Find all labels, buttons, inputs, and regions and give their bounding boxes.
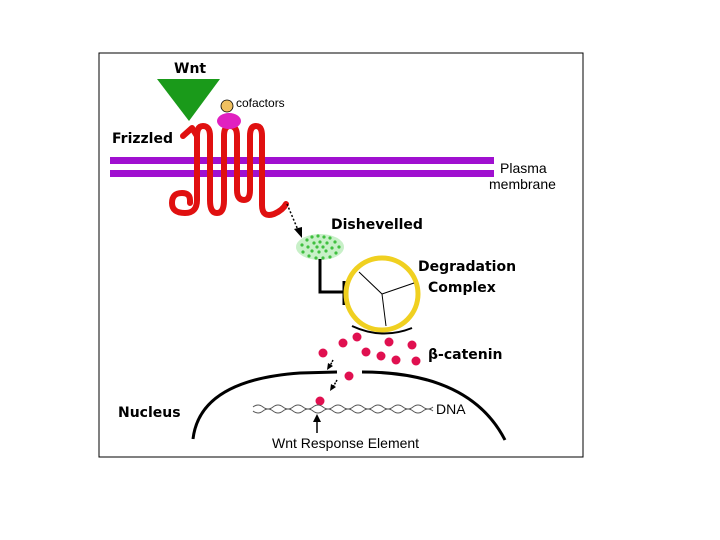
beta-catenin-dot [338,338,348,348]
beta-catenin-dot [361,347,371,357]
dna-strand-icon [252,404,434,414]
beta-catenin-dot [407,340,417,350]
plasma-membrane-label-line2: membrane [489,176,556,192]
dna-label: DNA [436,401,466,417]
degradation-label-line1: Degradation [418,259,516,275]
beta-catenin-dot [344,371,354,381]
plasma-membrane-label-line1: Plasma [500,160,547,176]
beta-catenin-dot [384,337,394,347]
wnt-response-element-label: Wnt Response Element [272,435,419,451]
frizzled-receptor [169,123,289,218]
dishevelled-label: Dishevelled [331,217,423,233]
activation-arrow [286,203,302,238]
plasma-membrane [110,157,494,177]
beta-catenin-dot [391,355,401,365]
beta-catenin-dot [315,396,325,406]
beta-catenin-label: β-catenin [428,347,503,363]
translocation-arrows [327,359,338,391]
diagram-frame [98,52,584,458]
cofactor-icon [217,99,241,129]
wnt-label: Wnt [174,61,206,77]
frizzled-label: Frizzled [112,131,173,147]
wnt-ligand-icon [157,79,220,121]
response-element-arrow [313,414,321,433]
nucleus-label: Nucleus [118,405,181,421]
degradation-complex-icon [343,255,421,335]
degradation-label-line2: Complex [428,280,496,296]
dishevelled-icon [296,234,344,260]
beta-catenin-dots [315,332,421,406]
beta-catenin-dot [318,348,328,358]
beta-catenin-dot [352,332,362,342]
cofactors-label: cofactors [236,96,285,110]
beta-catenin-dot [411,356,421,366]
nucleus-envelope [191,370,507,441]
beta-catenin-dot [376,351,386,361]
